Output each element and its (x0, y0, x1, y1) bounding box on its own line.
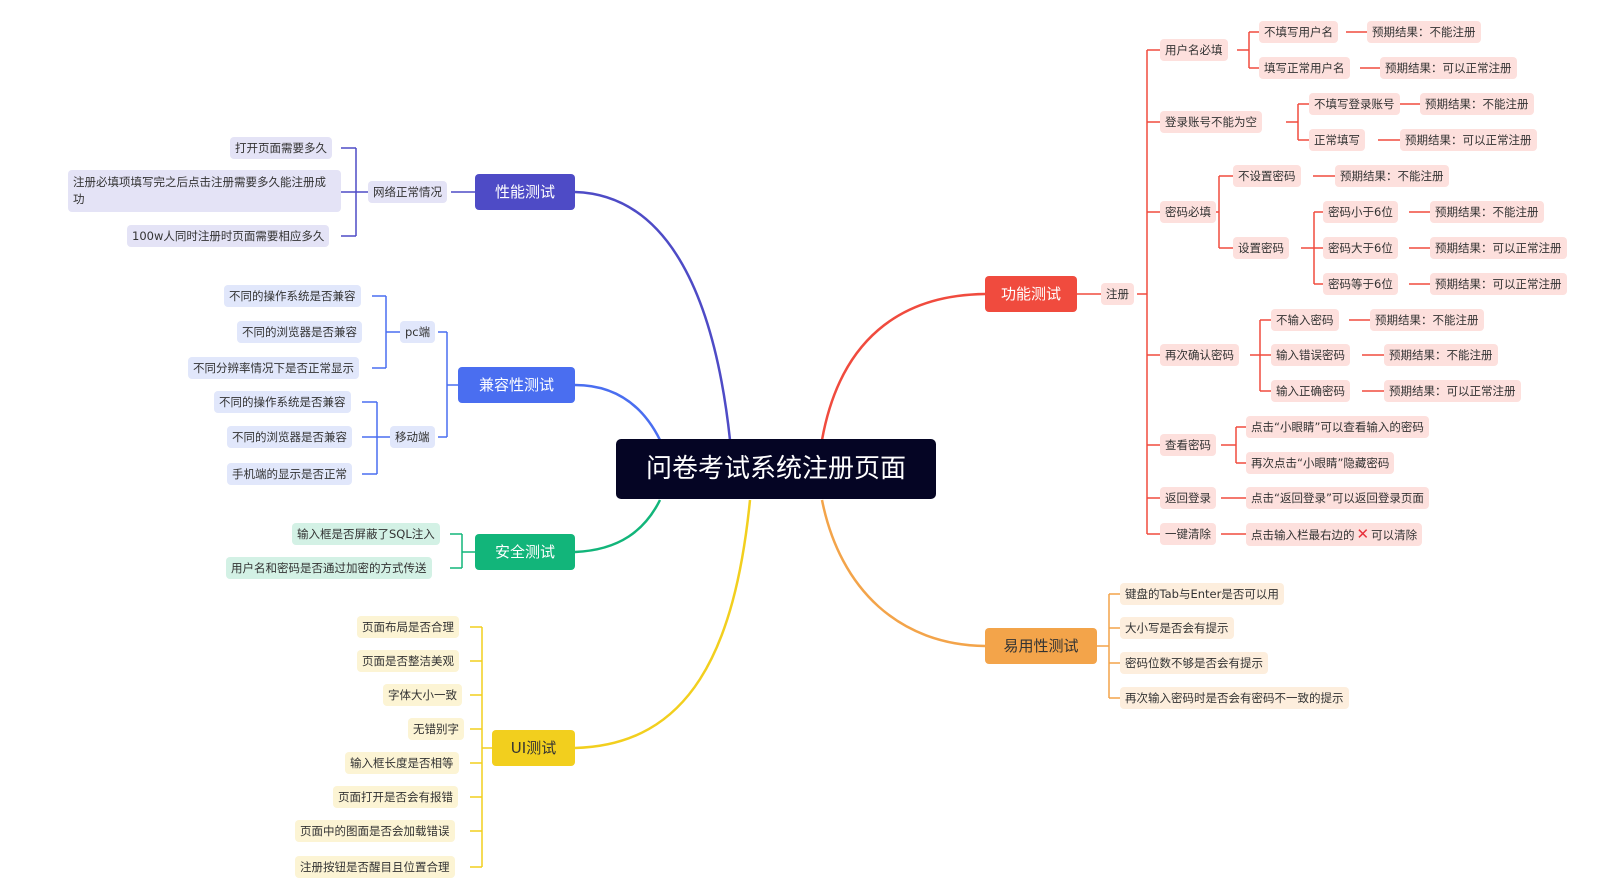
usability-item[interactable]: 键盘的Tab与Enter是否可以用 (1120, 583, 1284, 605)
connector-function (820, 292, 986, 441)
compatibility-mobile[interactable]: 移动端 (390, 426, 435, 448)
function-result[interactable]: 预期结果：可以正常注册 (1400, 129, 1537, 151)
function-case[interactable]: 密码等于6位 (1323, 273, 1398, 295)
function-confirm[interactable]: 再次确认密码 (1160, 344, 1239, 366)
function-case[interactable]: 密码大于6位 (1323, 237, 1398, 259)
function-case[interactable]: 不填写登录账号 (1309, 93, 1400, 115)
connector-compatibility (574, 383, 662, 441)
function-result[interactable]: 预期结果：不能注册 (1384, 344, 1498, 366)
security-item[interactable]: 输入框是否屏蔽了SQL注入 (292, 523, 440, 545)
function-case[interactable]: 点击“小眼睛”可以查看输入的密码 (1246, 416, 1429, 438)
function-result[interactable]: 预期结果：不能注册 (1420, 93, 1534, 115)
clear-case-text-before: 点击输入栏最右边的 (1251, 528, 1355, 542)
function-result[interactable]: 预期结果：不能注册 (1430, 201, 1544, 223)
function-password[interactable]: 密码必填 (1160, 201, 1216, 223)
performance-group[interactable]: 网络正常情况 (368, 181, 447, 203)
function-result[interactable]: 预期结果：可以正常注册 (1384, 380, 1521, 402)
function-clear[interactable]: 一键清除 (1160, 523, 1216, 545)
close-icon: ✕ (1356, 525, 1370, 543)
connector-security (574, 499, 662, 554)
branch-function[interactable]: 功能测试 (985, 276, 1077, 312)
ui-item[interactable]: 注册按钮是否醒目且位置合理 (295, 856, 455, 878)
ui-item[interactable]: 字体大小一致 (383, 684, 462, 706)
function-case[interactable]: 点击“返回登录”可以返回登录页面 (1246, 487, 1429, 509)
function-case[interactable]: 不填写用户名 (1259, 21, 1338, 43)
function-case[interactable]: 不输入密码 (1271, 309, 1339, 331)
branch-compatibility[interactable]: 兼容性测试 (458, 367, 575, 403)
function-case[interactable]: 点击输入栏最右边的✕可以清除 (1246, 523, 1423, 546)
branch-ui[interactable]: UI测试 (492, 730, 575, 766)
function-case[interactable]: 填写正常用户名 (1259, 57, 1350, 79)
function-username[interactable]: 用户名必填 (1160, 39, 1228, 61)
compatibility-pc-item[interactable]: 不同的浏览器是否兼容 (237, 321, 362, 343)
function-register[interactable]: 注册 (1101, 283, 1134, 305)
function-result[interactable]: 预期结果：不能注册 (1367, 21, 1481, 43)
function-result[interactable]: 预期结果：不能注册 (1335, 165, 1449, 187)
function-view[interactable]: 查看密码 (1160, 434, 1216, 456)
connector-ui (574, 499, 752, 750)
usability-item[interactable]: 密码位数不够是否会有提示 (1120, 652, 1268, 674)
function-account[interactable]: 登录账号不能为空 (1160, 111, 1262, 133)
root-node[interactable]: 问卷考试系统注册页面 (616, 439, 936, 499)
usability-item[interactable]: 再次输入密码时是否会有密码不一致的提示 (1120, 687, 1349, 709)
connector-usability (820, 499, 986, 648)
function-result[interactable]: 预期结果：可以正常注册 (1430, 273, 1567, 295)
branch-security[interactable]: 安全测试 (475, 534, 575, 570)
function-case[interactable]: 输入正确密码 (1271, 380, 1350, 402)
compatibility-connectors (362, 295, 458, 475)
ui-item[interactable]: 页面布局是否合理 (357, 616, 459, 638)
ui-item[interactable]: 无错别字 (408, 718, 464, 740)
function-case[interactable]: 设置密码 (1233, 237, 1289, 259)
ui-item[interactable]: 输入框长度是否相等 (345, 752, 459, 774)
branch-performance[interactable]: 性能测试 (475, 174, 575, 210)
function-case[interactable]: 输入错误密码 (1271, 344, 1350, 366)
function-case[interactable]: 再次点击“小眼睛”隐藏密码 (1246, 452, 1395, 474)
security-connectors (450, 533, 475, 569)
compatibility-mobile-item[interactable]: 手机端的显示是否正常 (227, 463, 352, 485)
ui-item[interactable]: 页面打开是否会有报错 (333, 786, 458, 808)
compatibility-pc[interactable]: pc端 (400, 321, 436, 343)
function-case[interactable]: 不设置密码 (1233, 165, 1301, 187)
function-back[interactable]: 返回登录 (1160, 487, 1216, 509)
connector-performance (574, 190, 732, 441)
ui-item[interactable]: 页面是否整洁美观 (357, 650, 459, 672)
ui-connectors (470, 626, 492, 868)
function-case[interactable]: 正常填写 (1309, 129, 1365, 151)
performance-item[interactable]: 100w人同时注册时页面需要相应多久 (127, 225, 330, 247)
compatibility-pc-item[interactable]: 不同分辨率情况下是否正常显示 (188, 357, 359, 379)
function-result[interactable]: 预期结果：可以正常注册 (1430, 237, 1567, 259)
compatibility-mobile-item[interactable]: 不同的浏览器是否兼容 (227, 426, 352, 448)
performance-item[interactable]: 注册必填项填写完之后点击注册需要多久能注册成功 (68, 170, 341, 212)
security-item[interactable]: 用户名和密码是否通过加密的方式传送 (226, 557, 432, 579)
branch-usability[interactable]: 易用性测试 (985, 628, 1097, 664)
ui-item[interactable]: 页面中的图面是否会加载错误 (295, 820, 455, 842)
usability-item[interactable]: 大小写是否会有提示 (1120, 617, 1234, 639)
clear-case-text-after: 可以清除 (1371, 528, 1418, 542)
performance-item[interactable]: 打开页面需要多久 (230, 137, 332, 159)
compatibility-pc-item[interactable]: 不同的操作系统是否兼容 (224, 285, 361, 307)
compatibility-mobile-item[interactable]: 不同的操作系统是否兼容 (214, 391, 351, 413)
performance-connectors (341, 147, 475, 237)
function-result[interactable]: 预期结果：不能注册 (1370, 309, 1484, 331)
function-result[interactable]: 预期结果：可以正常注册 (1380, 57, 1517, 79)
usability-connectors (1097, 593, 1120, 699)
function-case[interactable]: 密码小于6位 (1323, 201, 1398, 223)
